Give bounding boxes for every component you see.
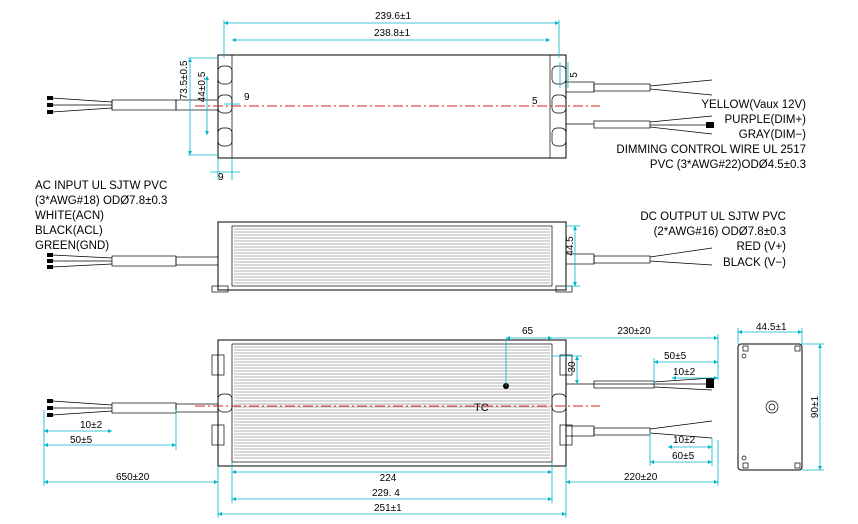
- label-gray: GRAY(DIM−): [739, 129, 806, 141]
- label-dc-output: DC OUTPUT UL SJTW PVC: [640, 211, 786, 223]
- dim-50-top: 50±5: [664, 351, 687, 362]
- side-fins: [234, 228, 550, 284]
- dim-251: 251±1: [374, 503, 402, 514]
- label-ac-input: AC INPUT UL SJTW PVC: [35, 180, 167, 192]
- bottom-fins: [234, 346, 550, 459]
- dim-650: 650±20: [116, 472, 150, 483]
- dim-220: 220±20: [624, 472, 658, 483]
- dim-center-mark: 5: [532, 96, 538, 107]
- label-ac-awg: (3*AWG#18) ODØ7.8±0.3: [35, 195, 167, 207]
- dim-inner-length: 238.8±1: [374, 28, 411, 39]
- ac-input-labels: AC INPUT UL SJTW PVC (3*AWG#18) ODØ7.8±0…: [35, 180, 167, 252]
- dim-229: 229. 4: [372, 488, 400, 499]
- dim-height-outer: 73.5±0.5: [179, 60, 190, 99]
- dc-output-cable-top: [565, 79, 713, 96]
- dim-end-width: 44.5±1: [756, 322, 787, 333]
- dim-230: 230±20: [617, 326, 651, 337]
- label-green: GREEN(GND): [35, 240, 109, 252]
- label-red: RED (V+): [736, 241, 786, 253]
- output-gland: [765, 400, 779, 414]
- ac-input-cable-top: [47, 96, 219, 114]
- dim-10-top: 10±2: [673, 367, 696, 378]
- label-black: BLACK(ACL): [35, 225, 103, 237]
- dim-65: 65: [522, 326, 534, 337]
- dim-slot-right: 5: [569, 72, 580, 78]
- tc-label: TC: [474, 402, 489, 414]
- side-view: 44.5: [47, 221, 713, 293]
- top-view: 239.6±1 238.8±1 73.5±0.5 44±0.5 9 5 5 9: [47, 11, 714, 183]
- end-view: 44.5±1 90±1: [737, 322, 824, 471]
- dim-224: 224: [380, 473, 397, 484]
- dim-height-inner: 44±0.5: [197, 71, 208, 102]
- dc-output-labels: DC OUTPUT UL SJTW PVC (2*AWG#16) ODØ7.8±…: [640, 211, 786, 269]
- dimming-wire-labels: YELLOW(Vaux 12V) PURPLE(DIM+) GRAY(DIM−)…: [616, 99, 806, 171]
- dim-bottom-left: 9: [218, 172, 224, 183]
- bottom-view: TC 65 230±20 30 50±5 10±: [43, 326, 719, 518]
- label-purple: PURPLE(DIM+): [725, 114, 807, 126]
- label-black-v: BLACK (V−): [723, 257, 786, 269]
- dim-overall-length: 239.6±1: [375, 11, 412, 22]
- label-yellow: YELLOW(Vaux 12V): [701, 99, 806, 111]
- label-dimming-wire: DIMMING CONTROL WIRE UL 2517: [616, 144, 806, 156]
- dim-30: 30: [567, 361, 578, 373]
- dim-50-left: 50±5: [70, 435, 93, 446]
- dim-60: 60±5: [672, 451, 695, 462]
- label-dc-awg: (2*AWG#16) ODØ7.8±0.3: [654, 226, 786, 238]
- label-white: WHITE(ACN): [35, 210, 104, 222]
- psu-end-face: [737, 343, 803, 471]
- dim-10-left: 10±2: [80, 420, 103, 431]
- label-dimming-pvc: PVC (3*AWG#22)ODØ4.5±0.3: [650, 159, 806, 171]
- dim-end-height: 90±1: [810, 395, 821, 418]
- dim-10-bot: 10±2: [673, 435, 696, 446]
- dim-slot-left: 9: [244, 92, 250, 103]
- dimming-cable-top: [566, 115, 714, 135]
- dim-side-height: 44.5: [565, 236, 576, 256]
